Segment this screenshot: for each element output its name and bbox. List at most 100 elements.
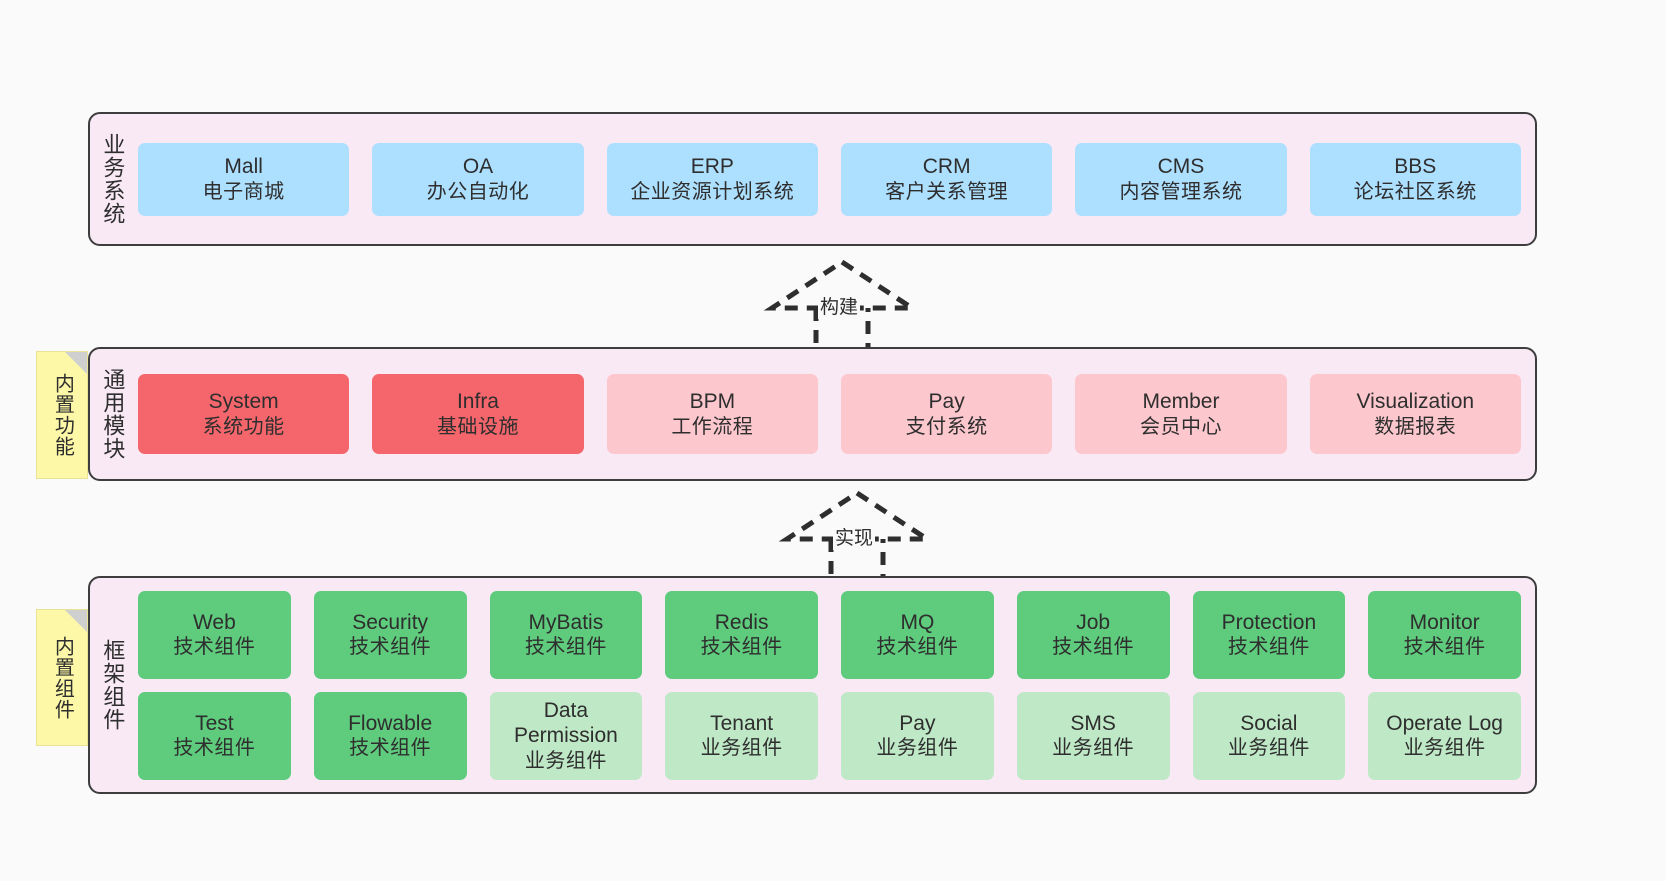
card-subtitle: 会员中心 xyxy=(1139,415,1222,438)
framework-card-flowable[interactable]: Flowable 技术组件 xyxy=(313,691,467,780)
card-title: Mall xyxy=(224,155,263,178)
framework-card-data-permission[interactable]: Data Permission 业务组件 xyxy=(489,691,643,780)
card-title: SMS xyxy=(1070,711,1116,735)
framework-card-mybatis[interactable]: MyBatis 技术组件 xyxy=(489,590,643,679)
card-subtitle: 工作流程 xyxy=(671,415,754,438)
business-card-erp[interactable]: ERP 企业资源计划系统 xyxy=(606,142,818,216)
card-title: Infra xyxy=(456,390,499,413)
card-subtitle: 技术组件 xyxy=(349,737,432,760)
connector-build-label: 构建 xyxy=(818,292,861,319)
layer-body-framework-component: Web 技术组件 Security 技术组件 MyBatis 技术组件 Redi… xyxy=(134,578,1535,792)
card-title: Web xyxy=(192,610,236,634)
framework-card-social[interactable]: Social 业务组件 xyxy=(1192,691,1346,780)
framework-card-mq[interactable]: MQ 技术组件 xyxy=(841,590,994,679)
layer-title-business-system: 业务系统 xyxy=(100,133,126,225)
framework-card-operate-log[interactable]: Operate Log 业务组件 xyxy=(1368,691,1521,780)
layer-common-module: 通用模块 System 系统功能 Infra 基础设施 BPM 工作流程 Pay xyxy=(88,347,1537,481)
connector-build: 构建 xyxy=(752,258,932,352)
card-title: Security xyxy=(352,610,429,634)
card-title: CMS xyxy=(1157,155,1205,178)
note-builtin-component: 内置组件 xyxy=(36,609,88,746)
layer-title-common-module: 通用模块 xyxy=(100,368,126,460)
card-subtitle: 技术组件 xyxy=(876,636,959,659)
framework-card-security[interactable]: Security 技术组件 xyxy=(313,590,467,679)
card-subtitle: 业务组件 xyxy=(524,749,607,772)
card-subtitle: 技术组件 xyxy=(349,636,432,659)
card-title: MyBatis xyxy=(528,610,604,634)
framework-row-business: Test 技术组件 Flowable 技术组件 Data Permission … xyxy=(138,691,1521,780)
card-title: Member xyxy=(1142,390,1220,413)
business-card-bbs[interactable]: BBS 论坛社区系统 xyxy=(1309,142,1521,216)
card-subtitle: 业务组件 xyxy=(1052,737,1135,760)
framework-card-monitor[interactable]: Monitor 技术组件 xyxy=(1368,590,1521,679)
layer-framework-component: 框架组件 Web 技术组件 Security 技术组件 MyBatis 技术组件… xyxy=(88,576,1537,794)
card-subtitle: 支付系统 xyxy=(905,415,988,438)
common-card-bpm[interactable]: BPM 工作流程 xyxy=(606,374,818,454)
framework-card-redis[interactable]: Redis 技术组件 xyxy=(665,590,818,679)
note-builtin-function: 内置功能 xyxy=(36,351,88,479)
card-subtitle: 技术组件 xyxy=(1227,636,1310,659)
card-title: OA xyxy=(462,155,494,178)
card-title: CRM xyxy=(922,155,971,178)
framework-card-job[interactable]: Job 技术组件 xyxy=(1016,590,1170,679)
layer-body-common-module: System 系统功能 Infra 基础设施 BPM 工作流程 Pay 支付系统… xyxy=(134,349,1535,479)
business-card-mall[interactable]: Mall 电子商城 xyxy=(138,142,350,216)
card-title: MQ xyxy=(900,610,935,634)
card-title: Redis xyxy=(714,610,769,634)
business-card-row: Mall 电子商城 OA 办公自动化 ERP 企业资源计划系统 CRM 客户关系… xyxy=(138,142,1521,216)
card-subtitle: 技术组件 xyxy=(1052,636,1135,659)
card-subtitle: 业务组件 xyxy=(876,737,959,760)
common-card-visualization[interactable]: Visualization 数据报表 xyxy=(1309,374,1521,454)
card-title: Tenant xyxy=(710,711,774,735)
card-title: Test xyxy=(195,711,234,735)
connector-implement: 实现 xyxy=(767,489,947,583)
card-title: Flowable xyxy=(348,711,433,735)
card-subtitle: 数据报表 xyxy=(1374,415,1457,438)
card-title: BPM xyxy=(689,390,736,413)
card-title: Data Permission xyxy=(513,698,618,748)
card-subtitle: 业务组件 xyxy=(1403,737,1486,760)
card-subtitle: 办公自动化 xyxy=(426,180,530,203)
card-title: Operate Log xyxy=(1386,711,1503,735)
business-card-crm[interactable]: CRM 客户关系管理 xyxy=(840,142,1053,216)
card-title: Protection xyxy=(1221,610,1317,634)
note-label: 内置功能 xyxy=(51,373,74,457)
business-card-cms[interactable]: CMS 内容管理系统 xyxy=(1075,142,1287,216)
framework-card-sms[interactable]: SMS 业务组件 xyxy=(1016,691,1170,780)
card-subtitle: 企业资源计划系统 xyxy=(630,180,795,203)
card-subtitle: 电子商城 xyxy=(202,180,285,203)
framework-card-pay[interactable]: Pay 业务组件 xyxy=(841,691,994,780)
business-card-oa[interactable]: OA 办公自动化 xyxy=(372,142,584,216)
card-title: Job xyxy=(1076,610,1111,634)
card-title: Pay xyxy=(928,390,965,413)
layer-business-system: 业务系统 Mall 电子商城 OA 办公自动化 ERP 企业资源计划系统 CRM xyxy=(88,112,1537,246)
card-subtitle: 技术组件 xyxy=(524,636,607,659)
common-card-row: System 系统功能 Infra 基础设施 BPM 工作流程 Pay 支付系统… xyxy=(138,374,1521,454)
card-subtitle: 技术组件 xyxy=(700,636,783,659)
framework-card-tenant[interactable]: Tenant 业务组件 xyxy=(665,691,818,780)
layer-title-framework-component: 框架组件 xyxy=(100,639,126,731)
framework-card-test[interactable]: Test 技术组件 xyxy=(138,691,291,780)
card-subtitle: 系统功能 xyxy=(202,415,285,438)
card-title: BBS xyxy=(1394,155,1437,178)
connector-implement-label: 实现 xyxy=(833,523,876,550)
card-subtitle: 客户关系管理 xyxy=(885,180,1009,203)
card-title: Pay xyxy=(899,711,936,735)
card-title: ERP xyxy=(690,155,734,178)
card-subtitle: 技术组件 xyxy=(173,636,256,659)
common-card-infra[interactable]: Infra 基础设施 xyxy=(372,374,584,454)
framework-card-web[interactable]: Web 技术组件 xyxy=(138,590,291,679)
card-subtitle: 基础设施 xyxy=(436,415,519,438)
common-card-system[interactable]: System 系统功能 xyxy=(138,374,350,454)
card-title: Social xyxy=(1240,711,1298,735)
layer-body-business-system: Mall 电子商城 OA 办公自动化 ERP 企业资源计划系统 CRM 客户关系… xyxy=(134,114,1535,244)
card-subtitle: 业务组件 xyxy=(700,737,783,760)
framework-card-protection[interactable]: Protection 技术组件 xyxy=(1192,590,1346,679)
card-subtitle: 内容管理系统 xyxy=(1119,180,1243,203)
common-card-pay[interactable]: Pay 支付系统 xyxy=(840,374,1053,454)
card-subtitle: 业务组件 xyxy=(1227,737,1310,760)
card-subtitle: 论坛社区系统 xyxy=(1353,180,1477,203)
common-card-member[interactable]: Member 会员中心 xyxy=(1075,374,1287,454)
card-subtitle: 技术组件 xyxy=(173,737,256,760)
